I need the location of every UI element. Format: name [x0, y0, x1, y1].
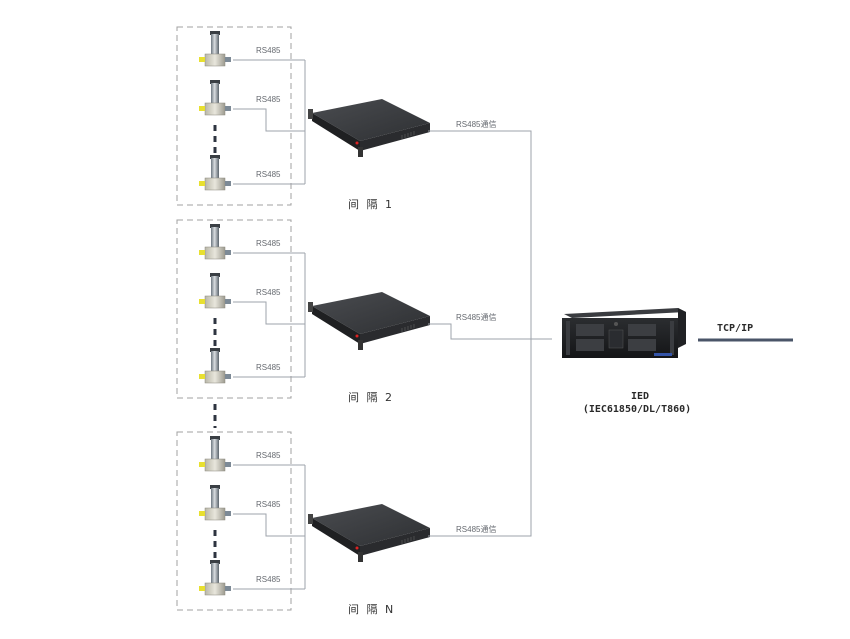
sensor-link-label: RS485	[256, 46, 281, 55]
uplink-label: RS485通信	[456, 312, 496, 322]
sensor-wire	[233, 108, 305, 132]
group-boundary	[176, 219, 292, 399]
group-boundary	[176, 431, 292, 611]
sensor-link-label: RS485	[256, 170, 281, 179]
sensor-link-label: RS485	[256, 95, 281, 104]
sensor-link-label: RS485	[256, 288, 281, 297]
tcp-ip-label: TCP/IP	[717, 323, 753, 334]
ied-standard: (IEC61850/DL/T860)	[583, 404, 691, 415]
sensor-link-label: RS485	[256, 575, 281, 584]
data-collector-device	[307, 503, 431, 563]
group-label: 间 隔 N	[348, 603, 395, 616]
pressure-sensor-icon	[198, 347, 232, 384]
pressure-sensor-icon	[198, 272, 232, 309]
bus-line	[428, 130, 532, 537]
sensor-link-label: RS485	[256, 500, 281, 509]
sensor-link-label: RS485	[256, 239, 281, 248]
group-boundary	[176, 26, 292, 206]
pressure-sensor-icon	[198, 435, 232, 472]
sensor-wire	[233, 301, 305, 325]
pressure-sensor-icon	[198, 79, 232, 116]
data-collector-device	[307, 291, 431, 351]
data-collector-device	[307, 98, 431, 158]
ied-device	[562, 308, 686, 358]
group-label: 间 隔 2	[348, 391, 394, 404]
sensor-wire	[233, 513, 305, 537]
pressure-sensor-icon	[198, 30, 232, 67]
group-label: 间 隔 1	[348, 198, 394, 211]
uplink-label: RS485通信	[456, 119, 496, 129]
pressure-sensor-icon	[198, 484, 232, 521]
pressure-sensor-icon	[198, 154, 232, 191]
pressure-sensor-icon	[198, 223, 232, 260]
sensor-link-label: RS485	[256, 363, 281, 372]
ied-name: IED	[631, 391, 649, 402]
sensor-link-label: RS485	[256, 451, 281, 460]
bus-to-ied-line	[428, 323, 552, 340]
uplink-label: RS485通信	[456, 524, 496, 534]
pressure-sensor-icon	[198, 559, 232, 596]
